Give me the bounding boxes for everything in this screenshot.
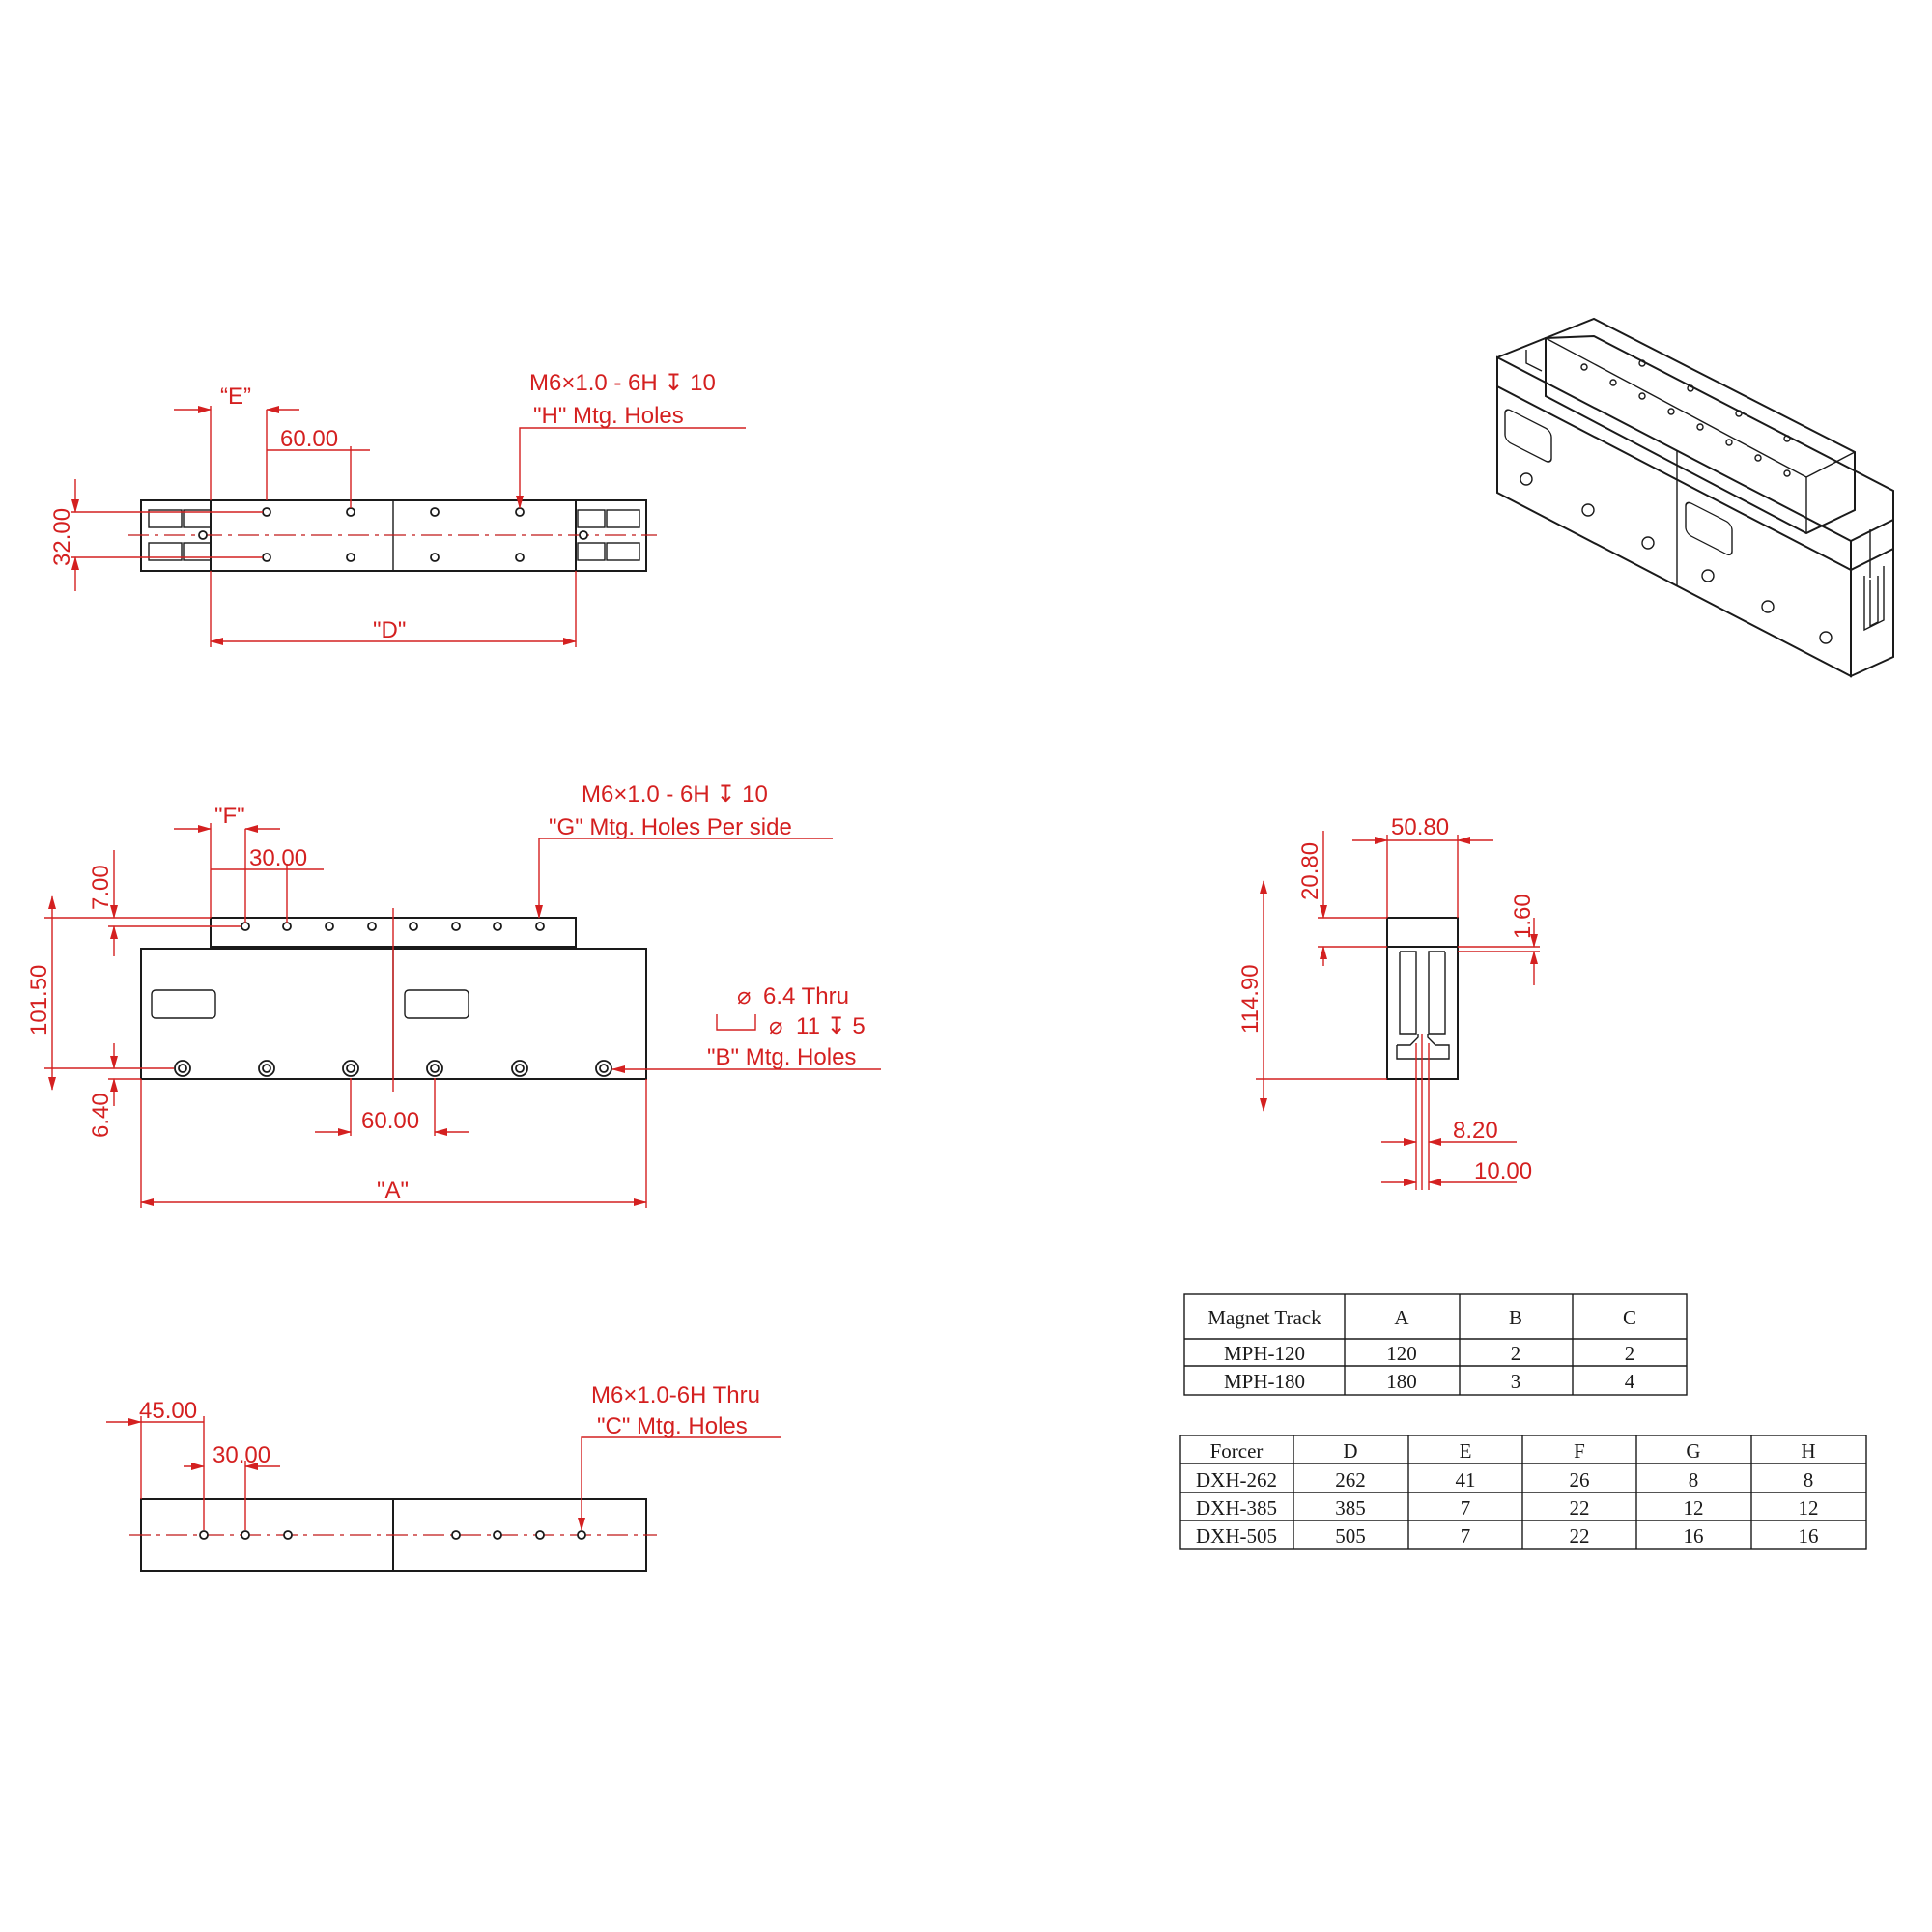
- forcer-cell: 262: [1335, 1468, 1366, 1492]
- g-thread-note: M6×1.0 - 6H ↧ 10: [582, 781, 768, 808]
- dim-forcer-h-label: 7.00: [88, 865, 114, 910]
- forcer-header-5: H: [1801, 1439, 1815, 1463]
- h-holes-note: "H" Mtg. Holes: [533, 403, 684, 429]
- top-view: “E” 60.00 32.00 "D" M6×1.0 - 6H ↧ 10 "H"…: [49, 370, 746, 647]
- forcer-cell: 16: [1799, 1524, 1819, 1548]
- forcer-cell: 505: [1335, 1524, 1366, 1548]
- forcer-cell: 8: [1804, 1468, 1814, 1492]
- forcer-cell: 16: [1684, 1524, 1704, 1548]
- dim-f-label: "F": [214, 803, 245, 829]
- end-view: 50.80 20.80 1.60 114.90 8.20 10.00: [1237, 814, 1540, 1190]
- forcer-cell: 12: [1799, 1496, 1819, 1520]
- forcer-cell: 22: [1570, 1524, 1590, 1548]
- forcer-cell: 7: [1461, 1496, 1471, 1520]
- b-mtg-holes: [174, 1060, 612, 1077]
- side-view: "F" 30.00 7.00 101.50 6.40 60.00 "A": [26, 781, 881, 1208]
- forcer-header-2: E: [1460, 1439, 1472, 1463]
- b-thru-note: 6.4 Thru: [763, 983, 849, 1009]
- dim-pitch-bottom-label: 60.00: [361, 1108, 419, 1134]
- bottom-view: 45.00 30.00 M6×1.0-6H Thru "C" Mtg. Hole…: [106, 1382, 781, 1572]
- dim-d-label: "D": [373, 617, 406, 643]
- forcer-header-3: F: [1574, 1439, 1585, 1463]
- dim-pitch-label: 60.00: [280, 426, 338, 452]
- forcer-cell: DXH-505: [1196, 1524, 1277, 1548]
- dim-end-slot-label: 8.20: [1453, 1118, 1498, 1144]
- c-mtg-holes: [199, 1530, 586, 1540]
- magnet-cell: 120: [1386, 1342, 1417, 1365]
- forcer-header-4: G: [1686, 1439, 1700, 1463]
- dim-pitch-c-label: 30.00: [213, 1442, 270, 1468]
- forcer-cell: 385: [1335, 1496, 1366, 1520]
- magnet-header-1: A: [1394, 1306, 1409, 1329]
- magnet-cell: 2: [1625, 1342, 1635, 1365]
- forcer-cell: 7: [1461, 1524, 1471, 1548]
- magnet-cell: 4: [1625, 1370, 1635, 1393]
- diameter-icon-2: ⌀: [769, 1013, 782, 1039]
- counterbore-icon: [716, 1014, 756, 1031]
- forcer-table: Forcer D E F G H DXH-262 262 41 26 8 8 D…: [1179, 1435, 1867, 1550]
- magnet-header-3: C: [1623, 1306, 1636, 1329]
- magnet-cell: MPH-180: [1224, 1370, 1305, 1393]
- magnet-track-table: Magnet Track A B C MPH-120 120 2 2 MPH-1…: [1183, 1293, 1688, 1396]
- isometric-view: [1496, 317, 1894, 678]
- g-holes-note: "G" Mtg. Holes Per side: [549, 814, 792, 840]
- forcer-cell: 41: [1456, 1468, 1476, 1492]
- b-holes-note: "B" Mtg. Holes: [707, 1044, 856, 1070]
- forcer-cell: DXH-385: [1196, 1496, 1277, 1520]
- dim-end-top-label: 20.80: [1297, 842, 1323, 900]
- magnet-cell: MPH-120: [1224, 1342, 1305, 1365]
- g-mtg-holes: [241, 922, 545, 931]
- dim-height-label: 101.50: [26, 965, 52, 1036]
- forcer-cell: 8: [1689, 1468, 1699, 1492]
- magnet-header-0: Magnet Track: [1208, 1306, 1321, 1329]
- dim-offset-label: 45.00: [139, 1398, 197, 1424]
- dim-end-blade-label: 10.00: [1474, 1158, 1532, 1184]
- magnet-cell: 180: [1386, 1370, 1417, 1393]
- diameter-icon: ⌀: [737, 983, 751, 1009]
- c-thread-note: M6×1.0-6H Thru: [591, 1382, 760, 1408]
- dim-bottom-label: 6.40: [88, 1093, 114, 1138]
- c-holes-note: "C" Mtg. Holes: [597, 1413, 748, 1439]
- dim-end-height-label: 114.90: [1237, 964, 1264, 1034]
- forcer-cell: 22: [1570, 1496, 1590, 1520]
- forcer-cell: 12: [1684, 1496, 1704, 1520]
- dim-end-gap-label: 1.60: [1510, 894, 1536, 939]
- forcer-header-0: Forcer: [1210, 1439, 1264, 1463]
- forcer-header-1: D: [1343, 1439, 1357, 1463]
- magnet-header-2: B: [1509, 1306, 1522, 1329]
- h-thread-note: M6×1.0 - 6H ↧ 10: [529, 370, 716, 396]
- b-cbore-note: 11 ↧ 5: [796, 1013, 866, 1039]
- dim-width-label: 32.00: [49, 508, 75, 566]
- magnet-cell: 2: [1511, 1342, 1521, 1365]
- magnet-cell: 3: [1511, 1370, 1521, 1393]
- dim-e-label: “E”: [220, 384, 251, 410]
- dim-end-width-label: 50.80: [1391, 814, 1449, 840]
- dim-a-label: "A": [377, 1178, 409, 1204]
- h-mtg-holes: [262, 507, 525, 562]
- dim-pitch-top-label: 30.00: [249, 845, 307, 871]
- forcer-cell: 26: [1570, 1468, 1590, 1492]
- forcer-cell: DXH-262: [1196, 1468, 1277, 1492]
